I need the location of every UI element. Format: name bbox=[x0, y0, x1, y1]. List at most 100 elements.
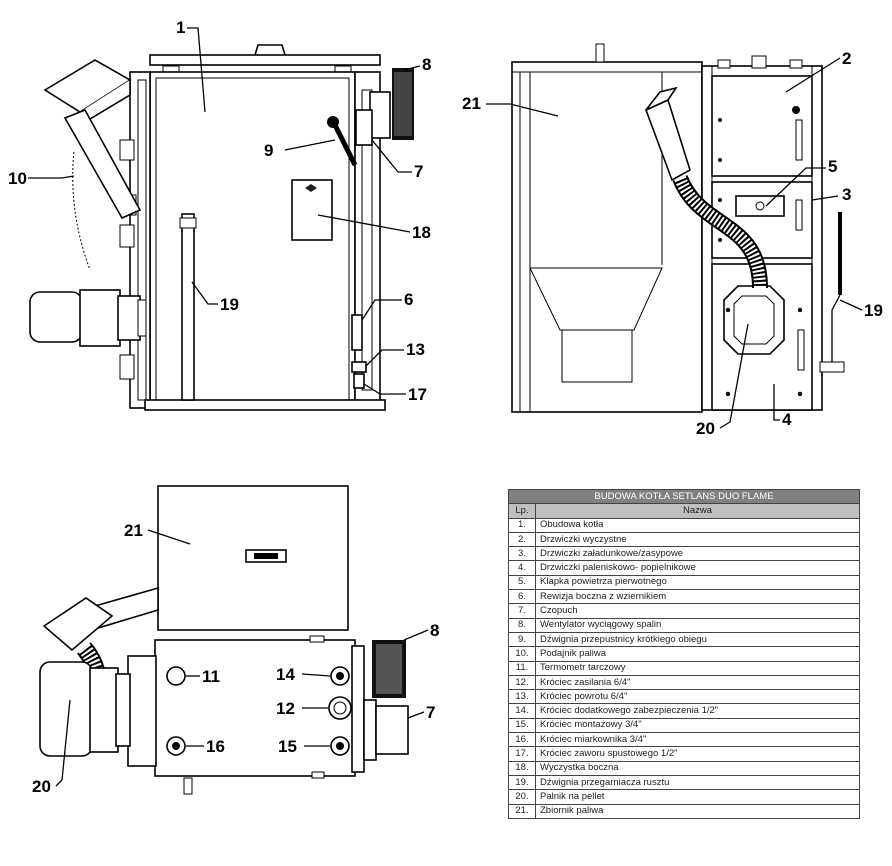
callout-front-17: 17 bbox=[408, 385, 427, 404]
col-number-header: Lp. bbox=[508, 503, 536, 519]
callout-top-21: 21 bbox=[124, 521, 143, 540]
table-row: 21.Zbiornik paliwa bbox=[508, 803, 860, 819]
row-name: Termometr tarczowy bbox=[535, 660, 860, 676]
bypass-lever bbox=[332, 123, 358, 167]
row-number: 14. bbox=[508, 703, 536, 719]
grate-lever bbox=[181, 213, 195, 401]
row-number: 19. bbox=[508, 774, 536, 791]
cleaning-door bbox=[711, 75, 813, 177]
table-row: 15.Króciec montażowy 3/4" bbox=[508, 717, 860, 734]
callout-front-13: 13 bbox=[406, 340, 425, 359]
row-number: 2. bbox=[508, 531, 536, 548]
callout-top-12: 12 bbox=[276, 699, 295, 718]
row-name: Wyczystka boczna bbox=[535, 760, 860, 776]
table-row: 10.Podajnik paliwa bbox=[508, 646, 860, 662]
row-name: Króciec zasilania 6/4" bbox=[535, 674, 860, 691]
row-number: 9. bbox=[508, 631, 536, 648]
thermometer bbox=[166, 666, 186, 686]
callout-top-11: 11 bbox=[202, 667, 220, 686]
callout-front-19: 19 bbox=[220, 295, 239, 314]
top-handle bbox=[254, 44, 286, 56]
callout-front-8: 8 bbox=[422, 55, 431, 74]
row-name: Rewizja boczna z wziernikiem bbox=[535, 589, 860, 605]
table-row: 18.Wyczystka boczna bbox=[508, 760, 860, 776]
callout-front-1: 1 bbox=[176, 18, 185, 37]
callout-side-2: 2 bbox=[842, 49, 851, 68]
side-view: 21 2 5 3 19 20 4 bbox=[462, 43, 883, 438]
row-number: 20. bbox=[508, 789, 536, 805]
row-name: Podajnik paliwa bbox=[535, 646, 860, 662]
callout-top-15: 15 bbox=[278, 737, 297, 756]
row-name: Drzwiczki załadunkowe/zasypowe bbox=[535, 546, 860, 562]
row-number: 8. bbox=[508, 617, 536, 633]
callout-side-19: 19 bbox=[864, 301, 883, 320]
row-number: 6. bbox=[508, 589, 536, 605]
row-name: Króciec powrotu 6/4" bbox=[535, 689, 860, 705]
callout-side-20: 20 bbox=[696, 419, 715, 438]
table-row: 13.Króciec powrotu 6/4" bbox=[508, 689, 860, 705]
row-name: Króciec zaworu spustowego 1/2" bbox=[535, 746, 860, 762]
row-name: Czopuch bbox=[535, 603, 860, 619]
row-name: Króciec montażowy 3/4" bbox=[535, 717, 860, 734]
callout-side-3: 3 bbox=[842, 185, 851, 204]
table-row: 19.Dźwignia przegarniacza rusztu bbox=[508, 774, 860, 791]
row-number: 3. bbox=[508, 546, 536, 562]
flexible-hose bbox=[65, 149, 97, 273]
front-view: 1 9 8 7 10 18 19 6 13 17 bbox=[8, 18, 431, 411]
row-number: 16. bbox=[508, 732, 536, 748]
callout-front-7: 7 bbox=[414, 162, 423, 181]
top-view: 21 8 11 14 12 7 16 15 20 bbox=[32, 485, 439, 796]
pellet-burner bbox=[29, 291, 83, 343]
row-number: 1. bbox=[508, 517, 536, 533]
row-number: 11. bbox=[508, 660, 536, 676]
table-title: BUDOWA KOTŁA SETLANS DUO FLAME bbox=[508, 488, 860, 505]
row-name: Obudowa kotła bbox=[535, 517, 860, 533]
table-row: 8.Wentylator wyciągowy spalin bbox=[508, 617, 860, 633]
table-row: 12.Króciec zasilania 6/4" bbox=[508, 674, 860, 691]
table-row: 5.Klapka powietrza pierwotnego bbox=[508, 574, 860, 591]
parts-list-table: BUDOWA KOTŁA SETLANS DUO FLAME Lp. Nazwa… bbox=[508, 488, 860, 819]
row-name: Dźwignia przegarniacza rusztu bbox=[535, 774, 860, 791]
table-row: 2.Drzwiczki wyczystne bbox=[508, 531, 860, 548]
row-name: Zbiornik paliwa bbox=[535, 803, 860, 819]
callout-top-7: 7 bbox=[426, 703, 435, 722]
top-plate bbox=[149, 54, 381, 66]
table-row: 14.Króciec dodatkowego zabezpieczenia 1/… bbox=[508, 703, 860, 719]
callout-front-9: 9 bbox=[264, 141, 273, 160]
table-row: 3.Drzwiczki załadunkowe/zasypowe bbox=[508, 546, 860, 562]
table-row: 11.Termometr tarczowy bbox=[508, 660, 860, 676]
row-number: 13. bbox=[508, 689, 536, 705]
callout-side-5: 5 bbox=[828, 157, 837, 176]
row-number: 18. bbox=[508, 760, 536, 776]
callout-front-6: 6 bbox=[404, 290, 413, 309]
row-name: Króciec miarkownika 3/4" bbox=[535, 732, 860, 748]
row-number: 10. bbox=[508, 646, 536, 662]
row-number: 7. bbox=[508, 603, 536, 619]
flue-pipe bbox=[355, 109, 373, 146]
table-row: 16.Króciec miarkownika 3/4" bbox=[508, 732, 860, 748]
table-row: 7.Czopuch bbox=[508, 603, 860, 619]
col-name-header: Nazwa bbox=[535, 503, 860, 519]
table-row: 9.Dźwignia przepustnicy krótkiego obiegu bbox=[508, 631, 860, 648]
flue-top bbox=[375, 705, 409, 755]
callout-top-8: 8 bbox=[430, 621, 439, 640]
row-name: Klapka powietrza pierwotnego bbox=[535, 574, 860, 591]
callout-side-4: 4 bbox=[782, 410, 792, 429]
table-row: 6.Rewizja boczna z wziernikiem bbox=[508, 589, 860, 605]
callout-front-18: 18 bbox=[412, 223, 431, 242]
row-number: 17. bbox=[508, 746, 536, 762]
feeder-box-top bbox=[42, 597, 114, 652]
table-row: 20.Palnik na pellet bbox=[508, 789, 860, 805]
row-number: 5. bbox=[508, 574, 536, 591]
callout-top-16: 16 bbox=[206, 737, 225, 756]
side-inspection bbox=[351, 314, 363, 351]
feeder-hopper bbox=[43, 59, 132, 113]
row-name: Króciec dodatkowego zabezpieczenia 1/2" bbox=[535, 703, 860, 719]
callout-front-10: 10 bbox=[8, 169, 27, 188]
row-number: 21. bbox=[508, 803, 536, 819]
row-name: Wentylator wyciągowy spalin bbox=[535, 617, 860, 633]
callout-side-21: 21 bbox=[462, 94, 481, 113]
callout-top-20: 20 bbox=[32, 777, 51, 796]
row-number: 15. bbox=[508, 717, 536, 734]
